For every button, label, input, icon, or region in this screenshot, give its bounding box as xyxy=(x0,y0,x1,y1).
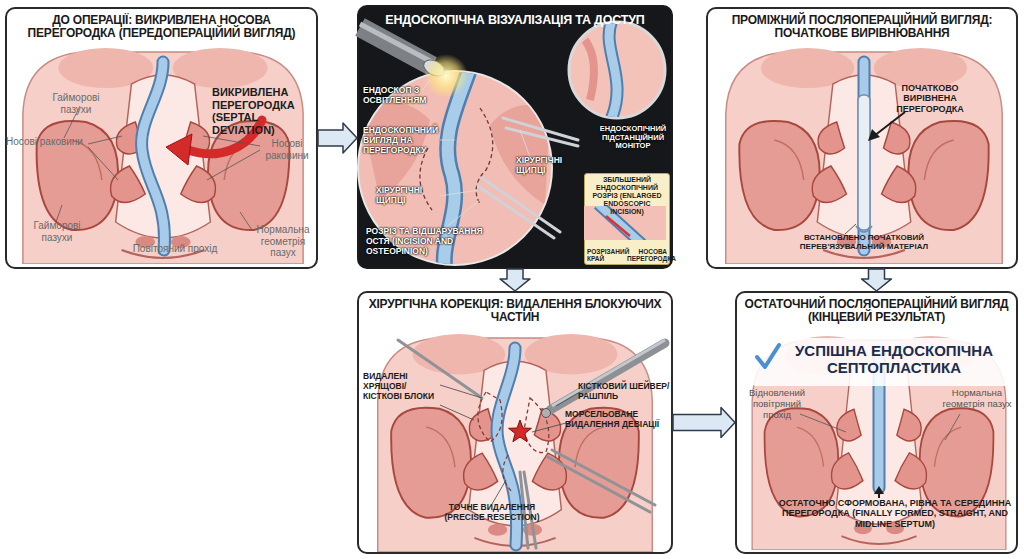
panel-title: ЕНДОСКОПІЧНА ВІЗУАЛІЗАЦІЯ ТА ДОСТУП xyxy=(359,7,671,27)
flow-arrow xyxy=(318,123,357,153)
stage-panel: ХІРУРГІЧНА КОРЕКЦІЯ: ВИДАЛЕННЯ БЛОКУЮЧИХ… xyxy=(357,291,673,554)
panel-title: ПРОМІЖНИЙ ПОСЛЯОПЕРАЦІЙНИЙ ВИГЛЯД: ПОЧАТ… xyxy=(708,9,1016,40)
panel-title: ЗБІЛЬШЕНИЙ ЕНДОСКОПІЧНИЙ РОЗРІЗ (ENLARGE… xyxy=(587,176,667,216)
flow-arrow xyxy=(673,408,735,438)
stage-panel: ДО ОПЕРАЦІЇ: ВИКРИВЛЕНА НОСОВА ПЕРЕГОРОД… xyxy=(5,7,318,269)
inset-label: РОЗРІЗАНИЙ КРАЙ xyxy=(587,248,625,262)
inset-label: НОСОВА ПЕРЕГОРОДКА xyxy=(627,248,667,262)
stage-panel: ОСТАТОЧНИЙ ПОСЛЯОПЕРАЦІЙНИЙ ВИГЛЯД (КІНЦ… xyxy=(735,291,1018,554)
inset-box: ЗБІЛЬШЕНИЙ ЕНДОСКОПІЧНИЙ РОЗРІЗ (ENLARGE… xyxy=(584,173,670,265)
panel-title: ДО ОПЕРАЦІЇ: ВИКРИВЛЕНА НОСОВА ПЕРЕГОРОД… xyxy=(7,9,316,40)
panel-title: ОСТАТОЧНИЙ ПОСЛЯОПЕРАЦІЙНИЙ ВИГЛЯД (КІНЦ… xyxy=(737,293,1016,324)
stage-panel: ЕНДОСКОПІЧНА ВІЗУАЛІЗАЦІЯ ТА ДОСТУП ЗБІЛЬ… xyxy=(357,5,673,269)
stage-panel: ПРОМІЖНИЙ ПОСЛЯОПЕРАЦІЙНИЙ ВИГЛЯД: ПОЧАТ… xyxy=(706,7,1018,269)
flow-arrow xyxy=(862,269,892,291)
flow-arrow xyxy=(500,269,530,291)
panel-title: ХІРУРГІЧНА КОРЕКЦІЯ: ВИДАЛЕННЯ БЛОКУЮЧИХ… xyxy=(359,293,671,324)
